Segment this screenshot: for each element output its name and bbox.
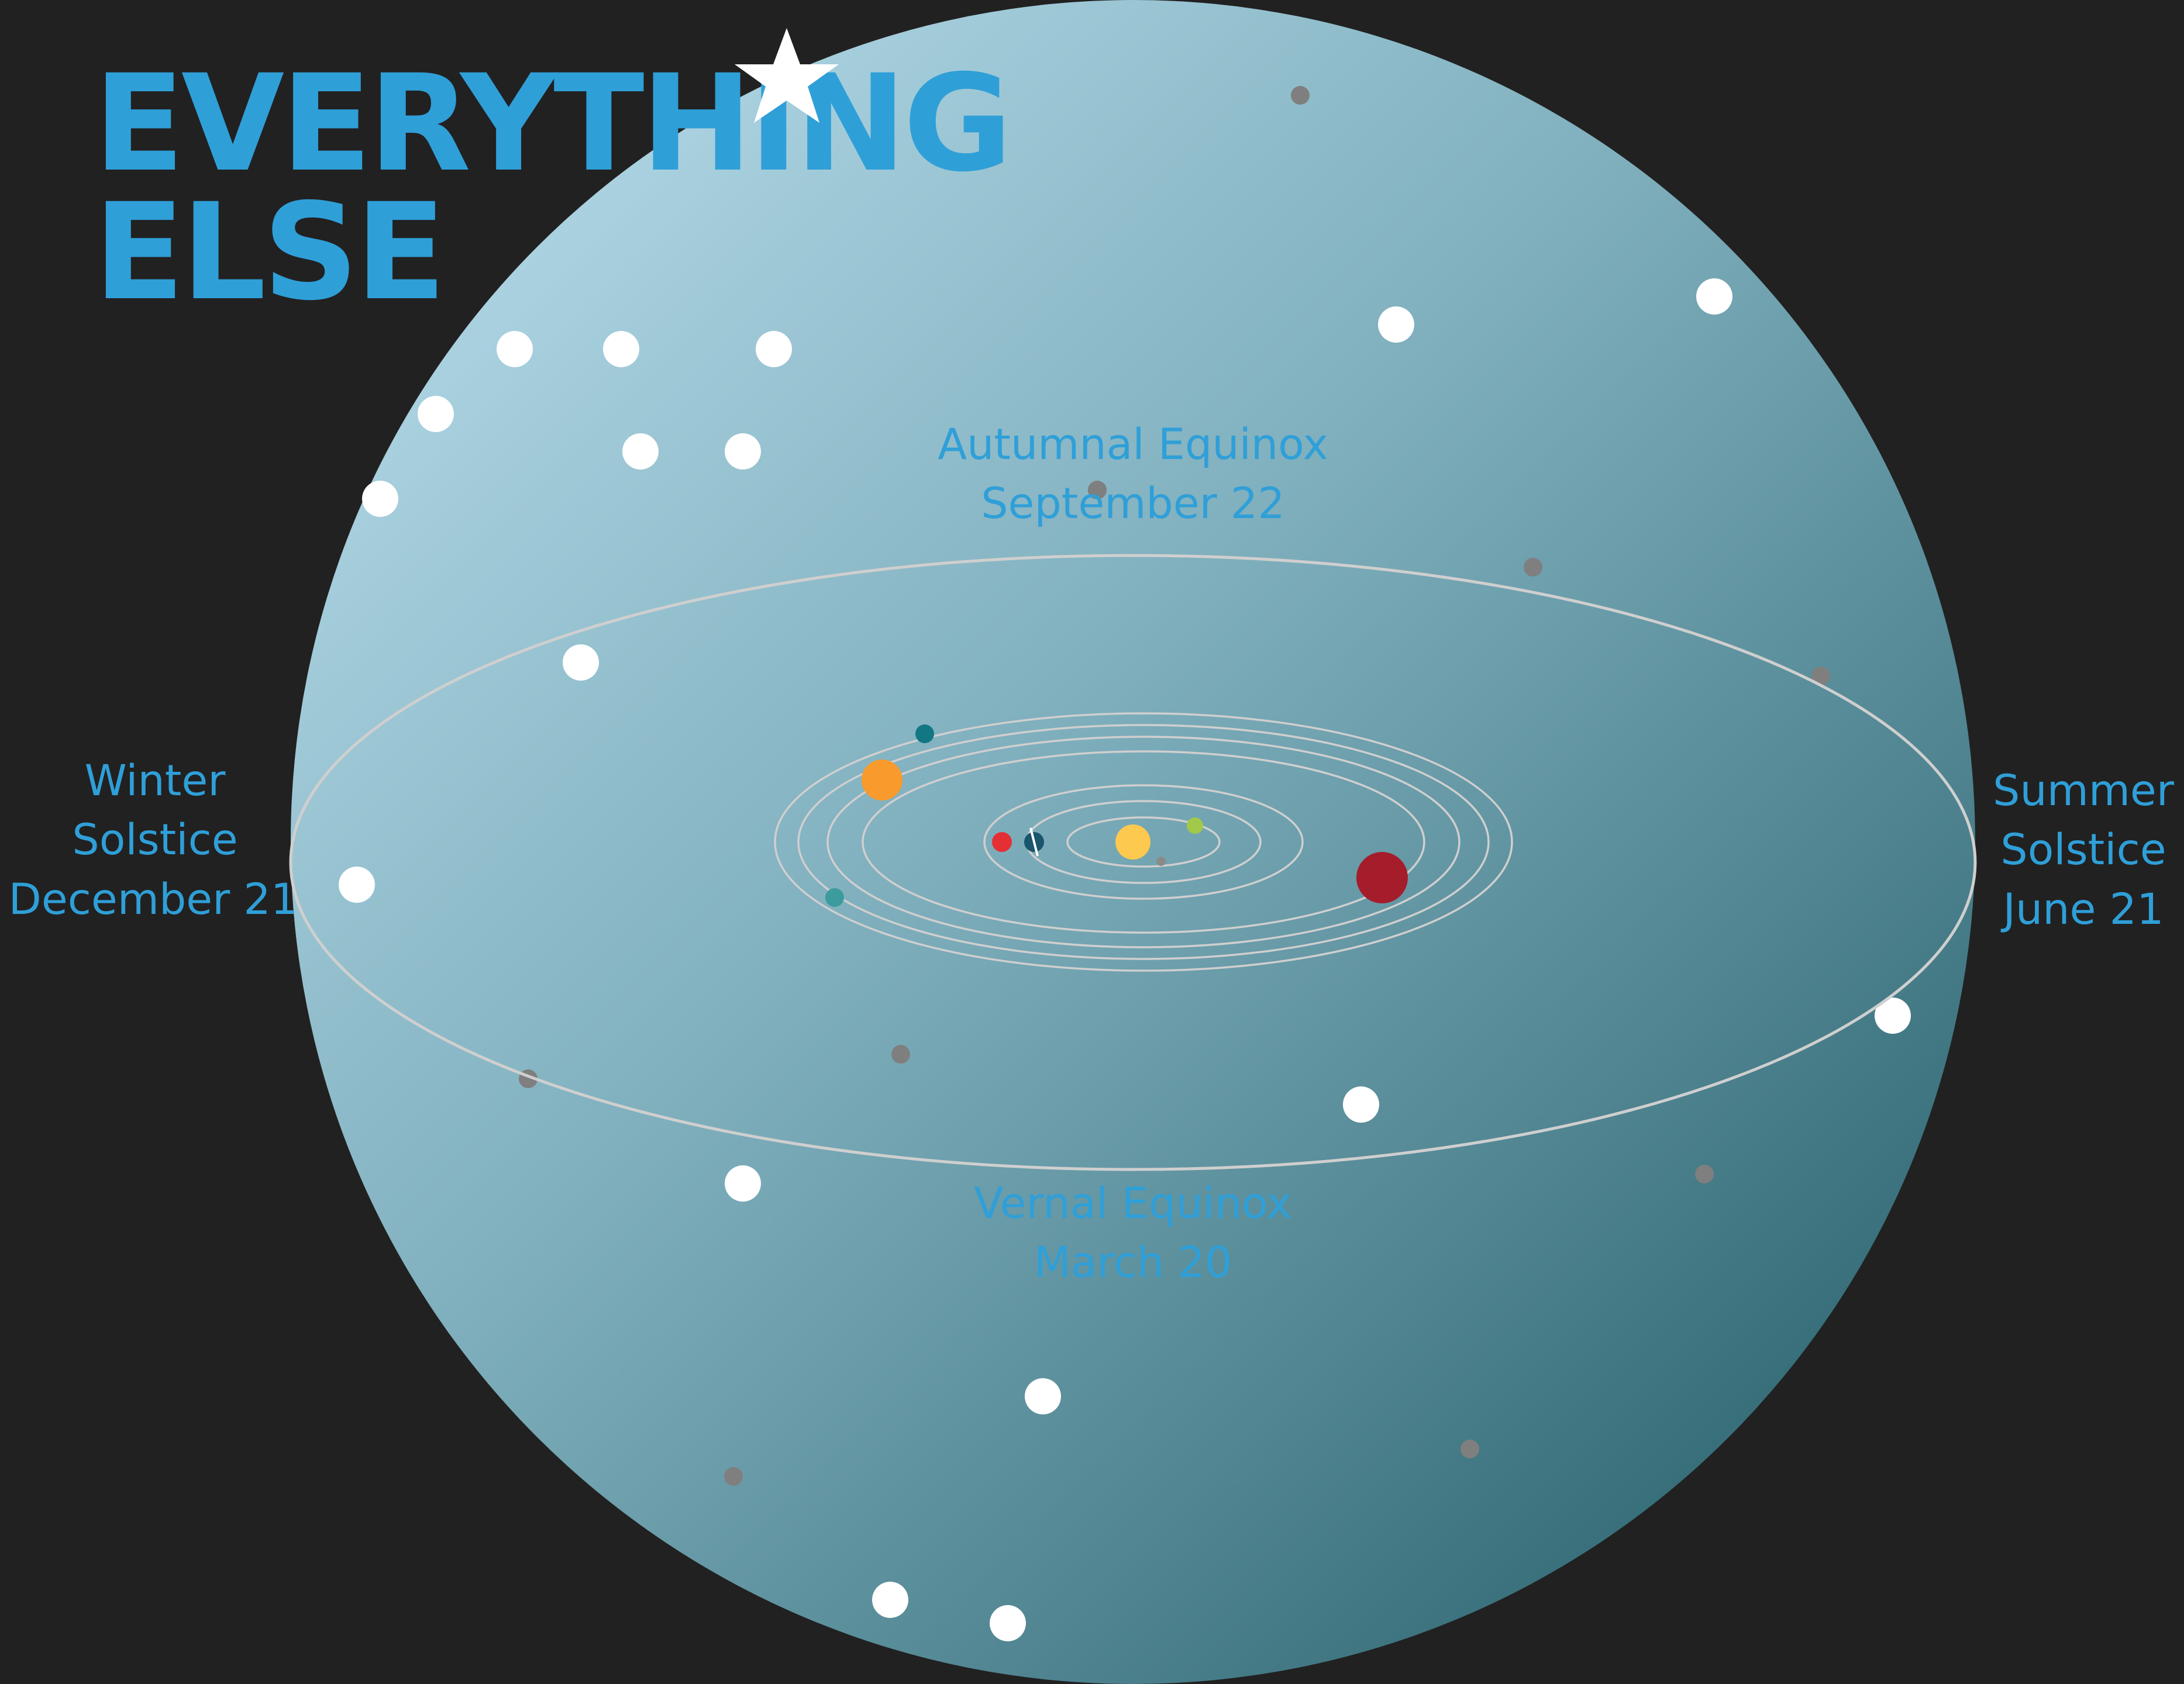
sun	[1115, 824, 1150, 860]
bright-star	[1343, 1086, 1379, 1123]
earth-with-axis	[1024, 827, 1044, 857]
winter-solstice-label-2: Solstice	[72, 815, 237, 865]
faint-star	[891, 1045, 910, 1064]
winter-solstice-date: December 21	[9, 875, 298, 924]
bright-star	[872, 1582, 908, 1618]
bright-star	[603, 331, 639, 367]
faint-stars	[519, 86, 1830, 1486]
autumnal-equinox-date: September 22	[981, 479, 1285, 529]
orbit-4	[862, 750, 1425, 934]
ecliptic-orbit	[289, 554, 1977, 1171]
faint-star	[1291, 86, 1310, 105]
orbit-6	[797, 724, 1490, 960]
orbit-7	[774, 712, 1513, 972]
bright-star	[725, 1165, 761, 1202]
faint-star	[1088, 481, 1107, 499]
bright-star	[418, 396, 454, 432]
bright-star	[362, 481, 398, 517]
bright-star	[990, 1605, 1026, 1641]
earth-axis	[1029, 827, 1039, 857]
bright-star	[725, 433, 761, 470]
bright-star	[339, 867, 375, 903]
faint-star	[1695, 1165, 1714, 1183]
red-star	[1356, 852, 1408, 903]
mercury	[1156, 857, 1166, 866]
bright-star	[563, 644, 599, 681]
faint-star	[724, 1467, 743, 1486]
faint-star	[1460, 1440, 1479, 1458]
neptune	[915, 724, 934, 743]
bright-star	[1696, 278, 1732, 315]
jupiter	[862, 760, 902, 800]
summer-solstice-label-1: Summer	[1993, 766, 2175, 816]
bright-star	[622, 433, 659, 470]
vernal-equinox-label: Vernal Equinox	[974, 1179, 1291, 1229]
bright-star	[1025, 1378, 1061, 1414]
solar-system-orbits	[774, 712, 1513, 972]
orbit-5	[826, 736, 1460, 948]
venus	[1187, 817, 1203, 834]
bright-star	[1875, 998, 1911, 1034]
orbit-3	[983, 784, 1304, 900]
orbit-1	[1066, 816, 1221, 868]
autumnal-equinox-label: Autumnal Equinox	[938, 420, 1328, 470]
vernal-equinox-date: March 20	[1034, 1238, 1232, 1288]
faint-star	[1811, 667, 1830, 685]
star-icon	[735, 28, 839, 123]
summer-solstice-label-2: Solstice	[2000, 825, 2166, 875]
summer-solstice-date: June 21	[2000, 885, 2164, 934]
page-title-line-1: EVERYTHING	[94, 46, 1009, 201]
page-title-line-2: ELSE	[94, 174, 443, 330]
bright-star	[756, 331, 792, 367]
mars	[992, 832, 1012, 852]
uranus	[825, 888, 844, 907]
faint-star	[1524, 558, 1542, 577]
bright-star	[497, 331, 533, 367]
bright-stars	[339, 278, 1911, 1641]
bright-star	[1378, 306, 1414, 343]
winter-solstice-label-1: Winter	[85, 756, 226, 806]
